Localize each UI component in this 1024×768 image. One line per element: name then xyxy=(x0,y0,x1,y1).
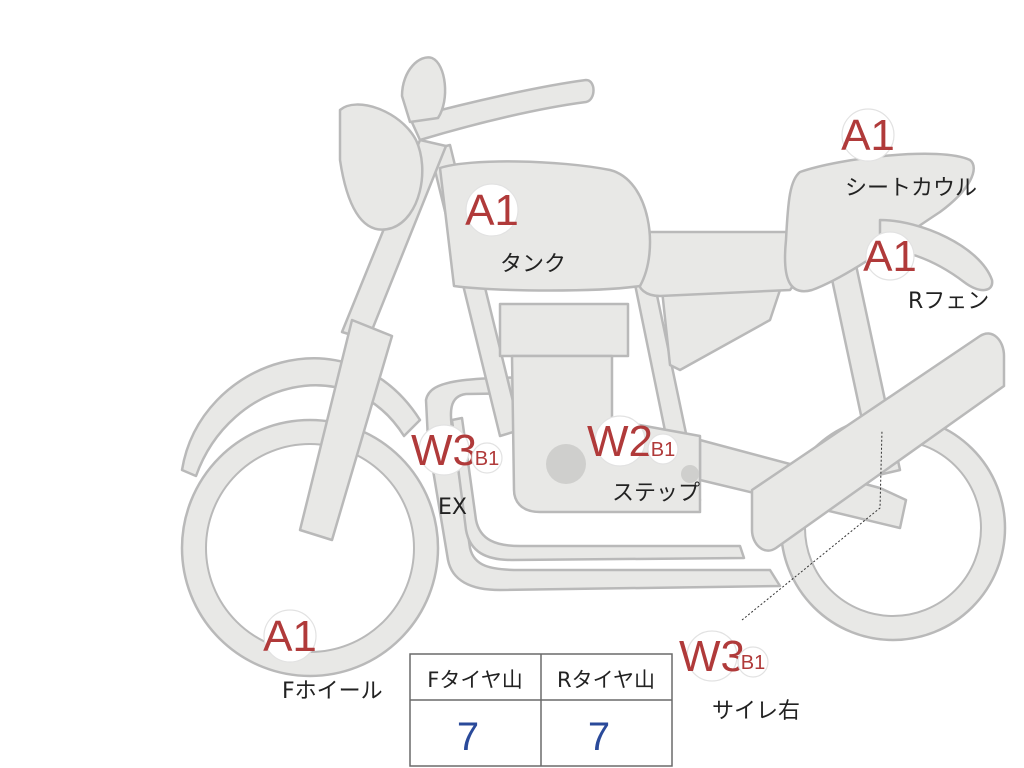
grade-badge-circle xyxy=(686,630,738,682)
rear-tire-header: Rタイヤ山 xyxy=(557,668,655,692)
exhaust-pipe-inner xyxy=(450,416,746,562)
condition-markers: A1タンクA1シートカウルA1RフェンW3B1EXW2B1ステップA1Fホイール… xyxy=(263,108,989,724)
sub-grade-code: B1 xyxy=(741,652,765,674)
side-cover xyxy=(660,288,782,372)
front-tire-header: Fタイヤ山 xyxy=(427,668,522,692)
grade-badge-circle xyxy=(841,108,895,162)
grade-code: W3 xyxy=(411,426,477,475)
grade-code: A1 xyxy=(263,612,317,661)
grade-badge-circle xyxy=(418,424,470,476)
sub-grade-code: B1 xyxy=(475,448,499,470)
front-tire-value: 7 xyxy=(457,715,479,759)
grade-badge-circle xyxy=(465,183,519,237)
grade-badge-circle xyxy=(263,609,317,663)
engine-head xyxy=(498,302,630,358)
grade-code: A1 xyxy=(465,186,519,235)
part-label-step: ステップ xyxy=(612,481,700,506)
part-label-tank: タンク xyxy=(500,252,566,277)
grade-code: W2 xyxy=(587,417,653,466)
tire-tread-table: Fタイヤ山 Rタイヤ山 7 7 xyxy=(409,653,673,767)
sub-grade-code: B1 xyxy=(651,439,675,461)
sub-grade-badge-circle xyxy=(471,442,503,474)
marker-seat-cowl: A1 シートカウル xyxy=(841,108,977,201)
engine-cover xyxy=(546,444,586,484)
part-label-r-fender: Rフェン xyxy=(908,289,989,314)
sub-grade-badge-circle xyxy=(737,646,769,678)
seat xyxy=(636,230,799,298)
headlight xyxy=(338,103,424,231)
grade-badge-circle xyxy=(594,415,646,467)
muffler xyxy=(750,332,1006,552)
handlebar xyxy=(408,78,595,142)
grade-badge-circle xyxy=(865,231,915,281)
marker-tank: A1 タンク xyxy=(465,183,566,277)
part-label-f-wheel: Fホイール xyxy=(282,679,383,704)
footpeg xyxy=(681,465,699,483)
rear-tire-value: 7 xyxy=(588,715,610,759)
part-label-seat-cowl: シートカウル xyxy=(845,176,977,201)
grade-code: A1 xyxy=(841,111,895,160)
part-label-exhaust: EX xyxy=(438,495,467,520)
grade-code: W3 xyxy=(679,632,745,681)
silencer-leader-line xyxy=(741,429,883,621)
front-fork-lower xyxy=(298,318,394,542)
grade-code: A1 xyxy=(863,232,917,281)
part-label-silencer-r: サイレ右 xyxy=(712,699,800,724)
sub-grade-badge-circle xyxy=(647,433,679,465)
meter xyxy=(400,56,447,124)
